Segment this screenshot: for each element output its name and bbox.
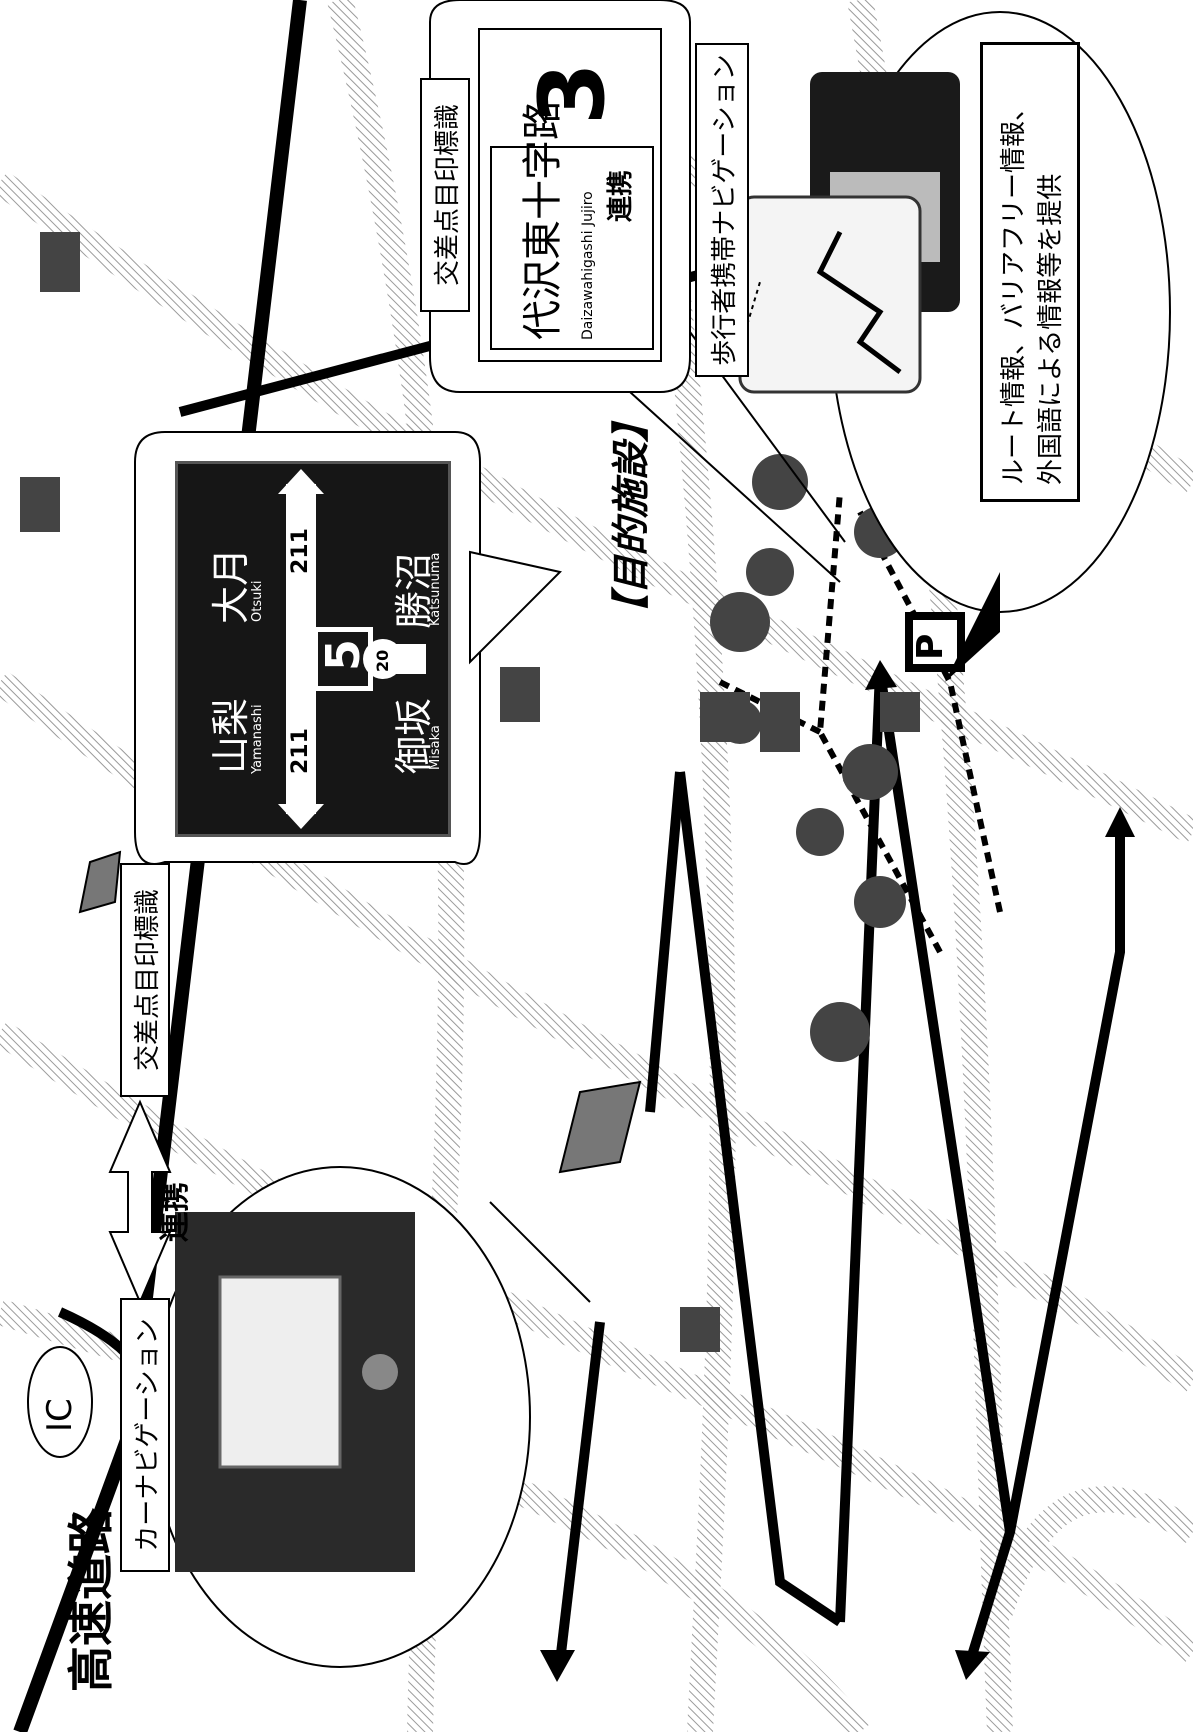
- route-20: 20: [373, 650, 392, 672]
- parking-label: P: [910, 634, 951, 660]
- route-211-left: 211: [288, 728, 313, 774]
- intersection-sign-label-left: 交差点目印標識: [120, 863, 170, 1097]
- route-211-right: 211: [288, 528, 313, 574]
- info-provision-box: ルート情報、バリアフリー情報、 外国語による情報等を提供: [980, 42, 1080, 502]
- street-name-jp: 代沢東十字路: [510, 100, 568, 340]
- cooperation-label-right: 連携: [600, 170, 637, 222]
- street-name-en: Daizawahigashi Jujiro: [580, 191, 596, 340]
- intersection-number: 5: [316, 639, 370, 671]
- info-line-1: ルート情報、バリアフリー情報、: [993, 95, 1030, 485]
- intersection-road-sign: 大月 Otsuki 山梨 Yamanashi 勝沼 Katsunuma 御坂 M…: [175, 461, 451, 837]
- expressway-label: 高速道路: [55, 1508, 121, 1692]
- cooperation-label-left: 連携: [150, 1182, 194, 1242]
- car-nav-knob: [362, 1354, 398, 1390]
- pedestrian-navigation-label: 歩行者携帯ナビゲーション: [695, 43, 749, 377]
- car-navigation-label: カーナビゲーション: [120, 1298, 170, 1572]
- street-sign-number: 3: [520, 62, 625, 125]
- intersection-sign-label-right: 交差点目印標識: [420, 78, 470, 312]
- sign-arrows: [178, 464, 448, 834]
- info-line-2: 外国語による情報等を提供: [1030, 174, 1067, 485]
- map-screen: [740, 197, 920, 392]
- ic-label: IC: [40, 1398, 80, 1432]
- car-nav-screen: [220, 1277, 340, 1467]
- destination-facility-label: 【目的施設】: [600, 404, 655, 632]
